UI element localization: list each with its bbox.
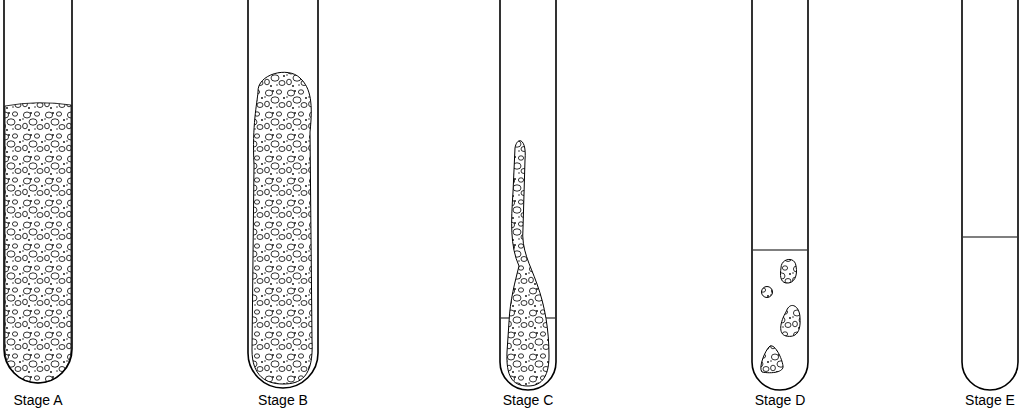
stage-label: Stage C xyxy=(503,392,554,409)
tube-wall xyxy=(962,0,1018,390)
tube-d xyxy=(752,0,808,390)
tube-e xyxy=(962,0,1018,390)
clot xyxy=(5,103,71,383)
clot-fragment xyxy=(781,305,800,336)
tube-b xyxy=(248,0,318,388)
clot xyxy=(252,72,312,384)
tube-wall xyxy=(4,0,72,383)
stage-label: Stage D xyxy=(755,392,806,409)
clot-fragment xyxy=(761,346,783,373)
clot xyxy=(507,141,549,386)
clot-fragment xyxy=(762,287,773,298)
tube-wall xyxy=(248,0,318,388)
stage-label: Stage A xyxy=(13,392,62,409)
tube-wall xyxy=(500,0,556,390)
stage-label: Stage E xyxy=(965,392,1015,409)
serum-level xyxy=(963,236,1017,237)
tube-c xyxy=(500,0,556,390)
serum-level xyxy=(753,249,807,250)
stage-label: Stage B xyxy=(258,392,308,409)
tube-wall xyxy=(752,0,808,390)
tube-a xyxy=(4,0,72,383)
clot-fragment xyxy=(781,259,797,283)
